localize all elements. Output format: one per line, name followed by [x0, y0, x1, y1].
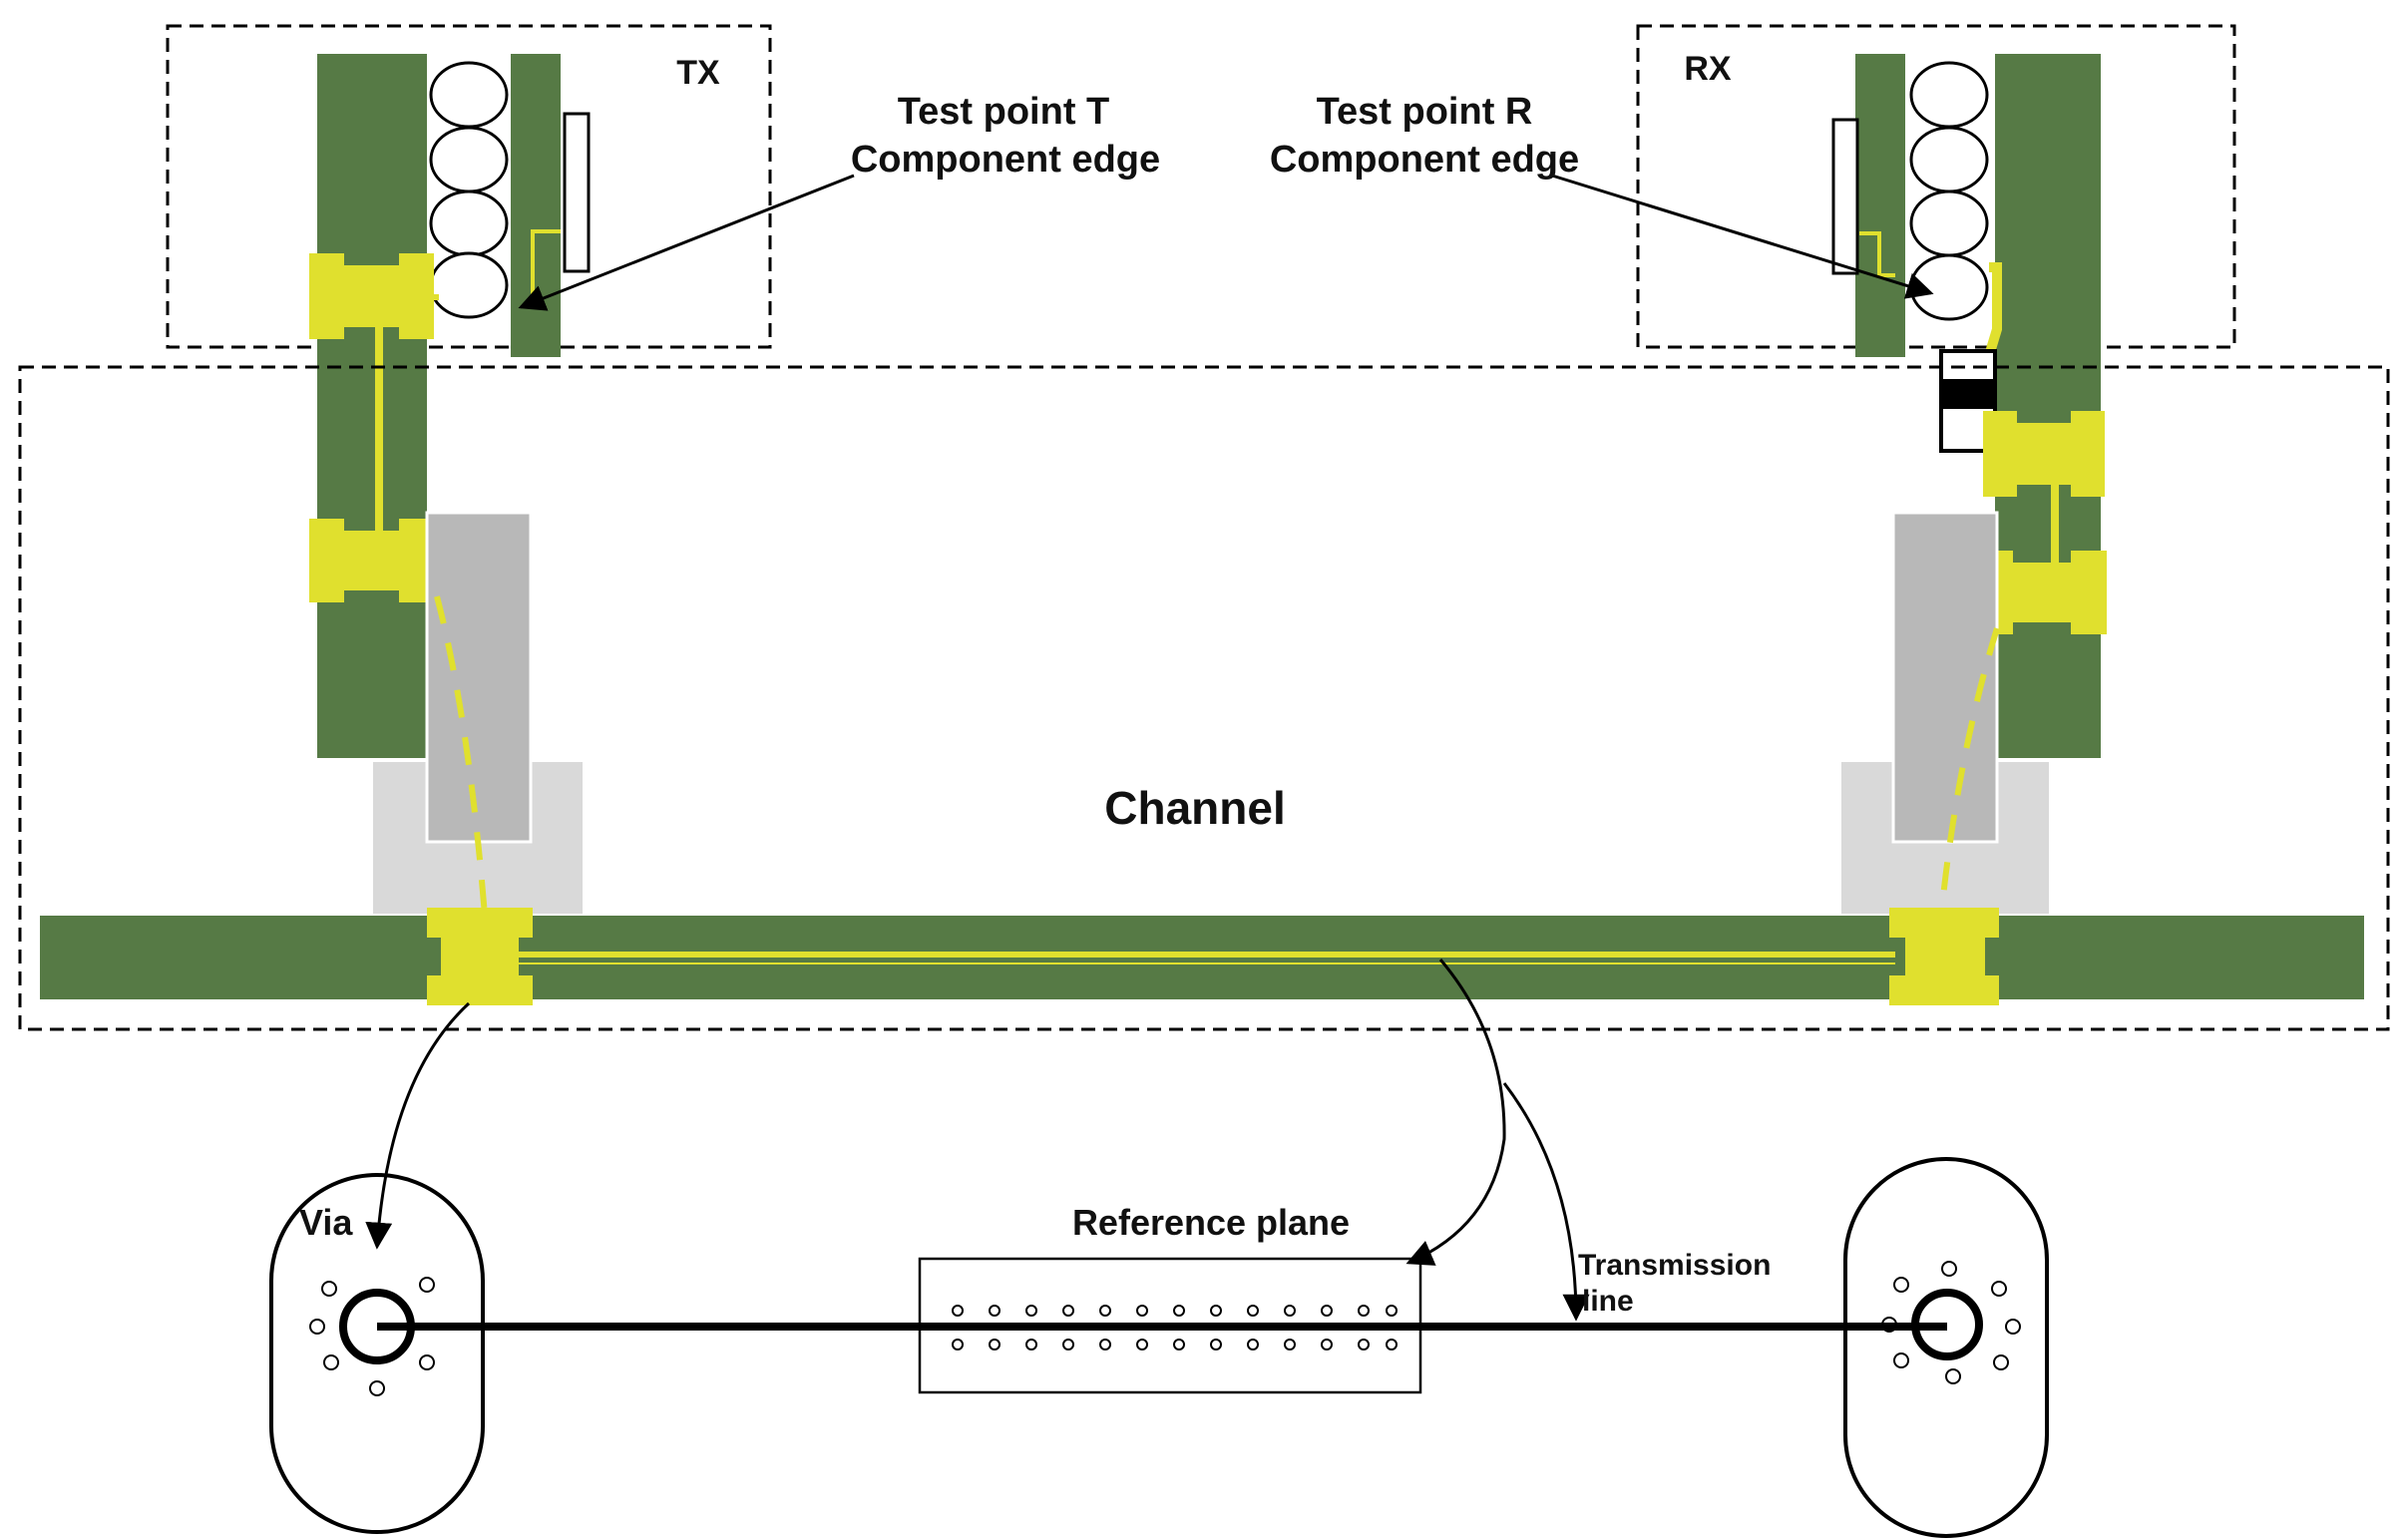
rx-left-trace	[1855, 54, 1905, 357]
rx-vertical-trace	[2051, 469, 2059, 578]
rx-component-outline	[1831, 118, 1859, 275]
test-point-r-label: Test point R	[1317, 91, 1533, 133]
arrow-transmission-line	[1502, 1082, 1590, 1322]
channel-boundary-box	[18, 365, 2390, 1031]
tx-component-balls	[429, 61, 509, 319]
channel-signal-trace	[519, 952, 1895, 958]
test-point-t-label: Test point T	[898, 91, 1110, 133]
component-edge-t-label: Component edge	[851, 139, 1160, 181]
rx-via-path	[1938, 627, 2000, 917]
rx-pad-top	[1983, 411, 2105, 497]
via-left	[269, 1173, 485, 1534]
annotation-arrows	[365, 174, 1934, 1322]
tx-block	[166, 24, 772, 917]
via-right	[1843, 1157, 2049, 1538]
tx-label: TX	[676, 54, 720, 92]
tx-pad-mid	[309, 519, 434, 602]
rx-ball-2	[1909, 126, 1989, 193]
rx-ball-4	[1909, 253, 1989, 321]
reference-plane-label: Reference plane	[1072, 1202, 1350, 1243]
tx-component-outline	[563, 112, 591, 273]
rx-label: RX	[1684, 50, 1732, 88]
via-right-stitching	[1881, 1261, 2021, 1384]
arrow-via	[365, 1001, 471, 1250]
reference-plane	[918, 1257, 1422, 1394]
channel-via-pad-left	[427, 908, 533, 1005]
channel-label: Channel	[1104, 782, 1285, 834]
arrow-test-point-r	[1551, 174, 1934, 299]
rx-boundary-box	[1636, 24, 2236, 349]
rx-ball-3	[1909, 190, 1989, 257]
tx-left-trace	[317, 54, 427, 758]
channel-block: Channel	[18, 365, 2390, 1031]
transmission-line-label-2: line	[1582, 1285, 1634, 1318]
rx-connector-body	[1891, 511, 1999, 844]
rx-block	[1636, 24, 2236, 917]
tx-right-trace	[511, 54, 561, 357]
channel-via-pad-right	[1889, 908, 1999, 1005]
rx-small-trace	[1859, 231, 1895, 277]
rx-capacitor-plate	[1941, 379, 1995, 409]
component-edge-r-label: Component edge	[1270, 139, 1579, 181]
arrow-reference-plane	[1405, 959, 1506, 1266]
tx-ball-3	[429, 190, 509, 257]
rx-pad-mid	[1977, 551, 2107, 634]
via-label: Via	[299, 1202, 353, 1243]
tx-vertical-trace	[375, 299, 383, 549]
tx-ball-4	[429, 251, 509, 319]
arrow-test-point-t	[518, 174, 855, 311]
reference-plane-holes	[952, 1305, 1398, 1350]
rx-ball-1	[1909, 61, 1989, 129]
via-left-stitching	[309, 1277, 435, 1396]
tx-ball-2	[429, 126, 509, 193]
rx-component-balls	[1909, 61, 1989, 321]
transmission-line-label-1: Transmission	[1578, 1249, 1771, 1282]
rx-right-trace	[1995, 54, 2101, 758]
tx-pad-top	[309, 253, 434, 339]
tx-ball-1	[429, 61, 509, 129]
tx-connector-body	[425, 511, 533, 844]
tx-small-trace	[531, 229, 561, 299]
